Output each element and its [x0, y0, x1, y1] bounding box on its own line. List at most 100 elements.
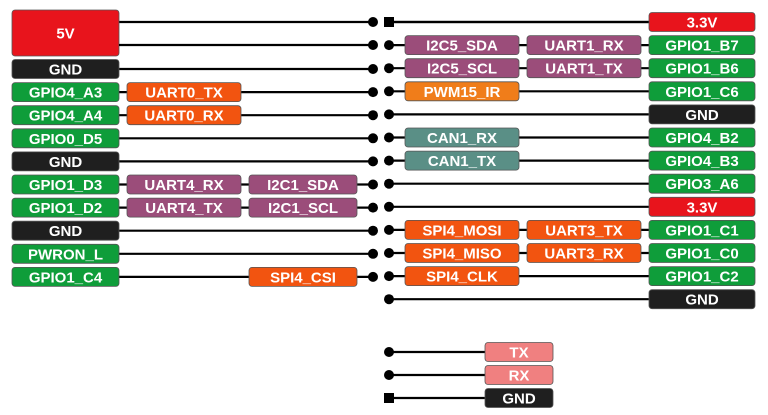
right-pin-pad — [384, 224, 394, 235]
right-pin-label — [648, 196, 756, 217]
left-pin-label — [11, 105, 120, 126]
right-pin-function — [404, 150, 520, 171]
pin-1-pad — [368, 17, 378, 27]
right-pin-function — [404, 127, 520, 148]
right-pin-pad — [384, 178, 394, 189]
right-pin-pad — [384, 248, 394, 258]
right-pin-pad — [384, 294, 394, 305]
right-pin-label-label: GPIO4_B2 — [665, 130, 738, 147]
right-pin-label-label: GPIO1_C6 — [665, 84, 738, 101]
pin-3-pad — [368, 40, 378, 50]
power-5v-label-label: 5V — [56, 26, 74, 43]
right-pin-pad — [384, 201, 394, 212]
left-pin-function — [248, 174, 358, 195]
debug-pin-label-label: GND — [502, 391, 536, 408]
right-pin-function-label: UART1_RX — [544, 38, 623, 55]
right-pin-function — [404, 266, 520, 287]
debug-pin-pad — [384, 347, 394, 357]
right-pin-pad — [384, 86, 394, 97]
right-pin-pad — [384, 155, 394, 166]
left-pin-pad — [368, 248, 378, 259]
right-pin-label-label: 3.3V — [687, 199, 718, 216]
left-pin-label-label: PWRON_L — [28, 246, 103, 263]
left-pin-function-label: UART4_RX — [144, 177, 223, 194]
right-pin-function — [526, 243, 642, 263]
left-pin-function-label: UART4_TX — [145, 200, 223, 217]
debug-pin-label — [484, 388, 554, 408]
right-pin-function-label: I2C5_SCL — [427, 61, 497, 78]
debug-pin-label — [484, 365, 554, 385]
left-pin-pad — [368, 110, 378, 121]
left-pin-function-label: I2C1_SCL — [268, 200, 338, 217]
right-pin-label-label: GPIO3_A6 — [665, 176, 738, 193]
left-pin-function — [248, 197, 358, 218]
left-pin-label-label: GPIO0_D5 — [29, 131, 102, 148]
right-pin-function — [526, 219, 642, 240]
left-pin-pad — [368, 179, 378, 190]
left-pin-label — [11, 82, 120, 102]
left-pin-label — [11, 266, 120, 287]
left-pin-function — [126, 82, 242, 102]
right-pin-label — [648, 127, 756, 148]
right-pin-label-label: 3.3V — [687, 15, 718, 32]
right-pin-function — [404, 219, 520, 240]
right-pin-pad — [384, 109, 394, 120]
right-pin-function — [526, 58, 642, 79]
left-pin-function — [248, 266, 358, 287]
right-pin-function-label: SPI4_MISO — [422, 246, 502, 263]
left-pin-pad — [368, 156, 378, 167]
right-pin-function — [404, 243, 520, 263]
left-pin-label — [11, 151, 120, 172]
right-pin-label-label: GPIO4_B3 — [665, 153, 738, 170]
right-pin-label — [648, 58, 756, 79]
left-pin-label-label: GPIO4_A3 — [29, 85, 102, 102]
right-pin-function-label: UART1_TX — [545, 61, 623, 78]
right-pin-function — [404, 58, 520, 79]
debug-pin-label-label: RX — [509, 368, 530, 385]
right-pin-pad — [384, 63, 394, 74]
right-pin-function-label: SPI4_MOSI — [422, 222, 501, 239]
left-pin-pad — [368, 133, 378, 144]
left-pin-label-label: GPIO4_A4 — [29, 108, 103, 125]
left-pin-label-label: GPIO1_D3 — [29, 177, 102, 194]
right-pin-function — [404, 35, 520, 55]
left-pin-label — [11, 243, 120, 264]
left-pin-label-label: GND — [49, 154, 83, 171]
debug-pin-label — [484, 342, 554, 362]
left-pin-function-label: I2C1_SDA — [267, 177, 339, 194]
debug-pin-pad — [384, 370, 394, 380]
right-pin-label-label: GPIO1_B6 — [665, 61, 738, 78]
debug-pin-label-label: TX — [509, 345, 528, 362]
left-pin-function — [126, 174, 242, 195]
left-pin-label-label: GPIO1_C4 — [29, 269, 103, 286]
right-pin-function — [526, 35, 642, 55]
left-pin-function-label: UART0_TX — [145, 85, 223, 102]
right-pin-label-label: GND — [685, 292, 719, 309]
left-pin-pad — [368, 225, 378, 236]
left-pin-pad — [368, 64, 378, 74]
right-pin-label — [648, 266, 756, 287]
left-pin-label — [11, 59, 120, 79]
right-pin-label — [648, 173, 756, 194]
right-pin-label — [648, 219, 756, 240]
right-pin-label-label: GPIO1_C2 — [665, 269, 738, 286]
left-pin-pad — [368, 271, 378, 282]
right-pin-function-label: CAN1_RX — [427, 130, 497, 147]
right-pin-pad — [384, 132, 394, 143]
left-pin-pad — [368, 87, 378, 98]
right-pin-function-label: CAN1_TX — [428, 153, 496, 170]
left-pin-function-label: SPI4_CSI — [270, 269, 336, 286]
right-pin-label — [648, 150, 756, 171]
right-pin-label — [648, 104, 756, 125]
right-pin-label — [648, 81, 756, 102]
left-pin-label — [11, 197, 120, 218]
left-pin-function-label: UART0_RX — [144, 108, 223, 125]
left-pin-label-label: GND — [49, 223, 83, 240]
left-pin-label — [11, 174, 120, 195]
left-pin-label-label: GPIO1_D2 — [29, 200, 102, 217]
right-pin-label — [648, 35, 756, 55]
left-pin-pad — [368, 202, 378, 213]
right-pin-label-label: GND — [685, 107, 719, 124]
